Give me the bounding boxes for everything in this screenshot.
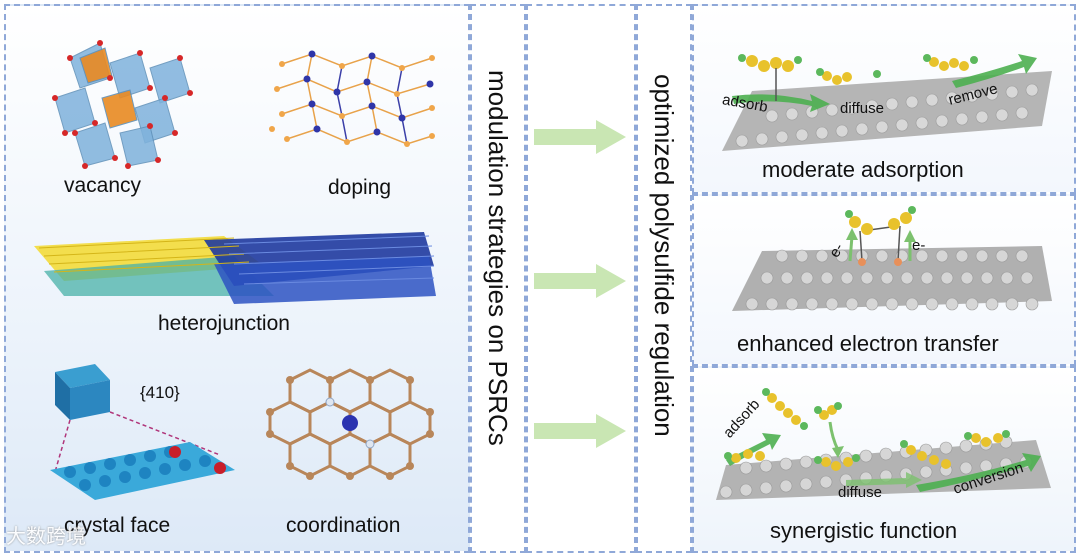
- synergistic-function-caption: synergistic function: [770, 518, 958, 543]
- optimized-regulation-text: optimized polysulfide regulation: [649, 74, 679, 437]
- arrow-bottom: [534, 414, 626, 448]
- diffuse-label-3: diffuse: [838, 484, 882, 501]
- electron-label-right: e-: [912, 237, 926, 254]
- optimized-column: [636, 4, 692, 553]
- arrow-middle: [534, 264, 626, 298]
- doping-label: doping: [328, 176, 392, 199]
- modulation-strategies-text: modulation strategies on PSRCs: [483, 70, 513, 446]
- electron-transfer-surface: [732, 206, 1052, 311]
- doping-illustration: [269, 50, 435, 147]
- moderate-adsorption-caption: moderate adsorption: [762, 157, 964, 182]
- facet-index-label: {410}: [140, 383, 180, 402]
- coordination-illustration: [266, 368, 434, 480]
- crystal-face-label: crystal face: [64, 514, 171, 537]
- synergistic-surface: [716, 388, 1051, 500]
- crystal-face-illustration: [50, 364, 235, 500]
- adsorption-surface: [722, 54, 1052, 151]
- coordination-label: coordination: [286, 514, 401, 537]
- heterojunction-illustration: [34, 232, 436, 304]
- heterojunction-label: heterojunction: [158, 312, 290, 335]
- arrow-top: [534, 120, 626, 154]
- diffuse-label-1: diffuse: [840, 100, 884, 117]
- watermark: 大数跨境: [6, 526, 86, 548]
- enhanced-electron-transfer-caption: enhanced electron transfer: [737, 331, 999, 356]
- vacancy-illustration: [52, 40, 193, 169]
- modulation-column: [470, 4, 526, 553]
- vacancy-label: vacancy: [64, 174, 142, 197]
